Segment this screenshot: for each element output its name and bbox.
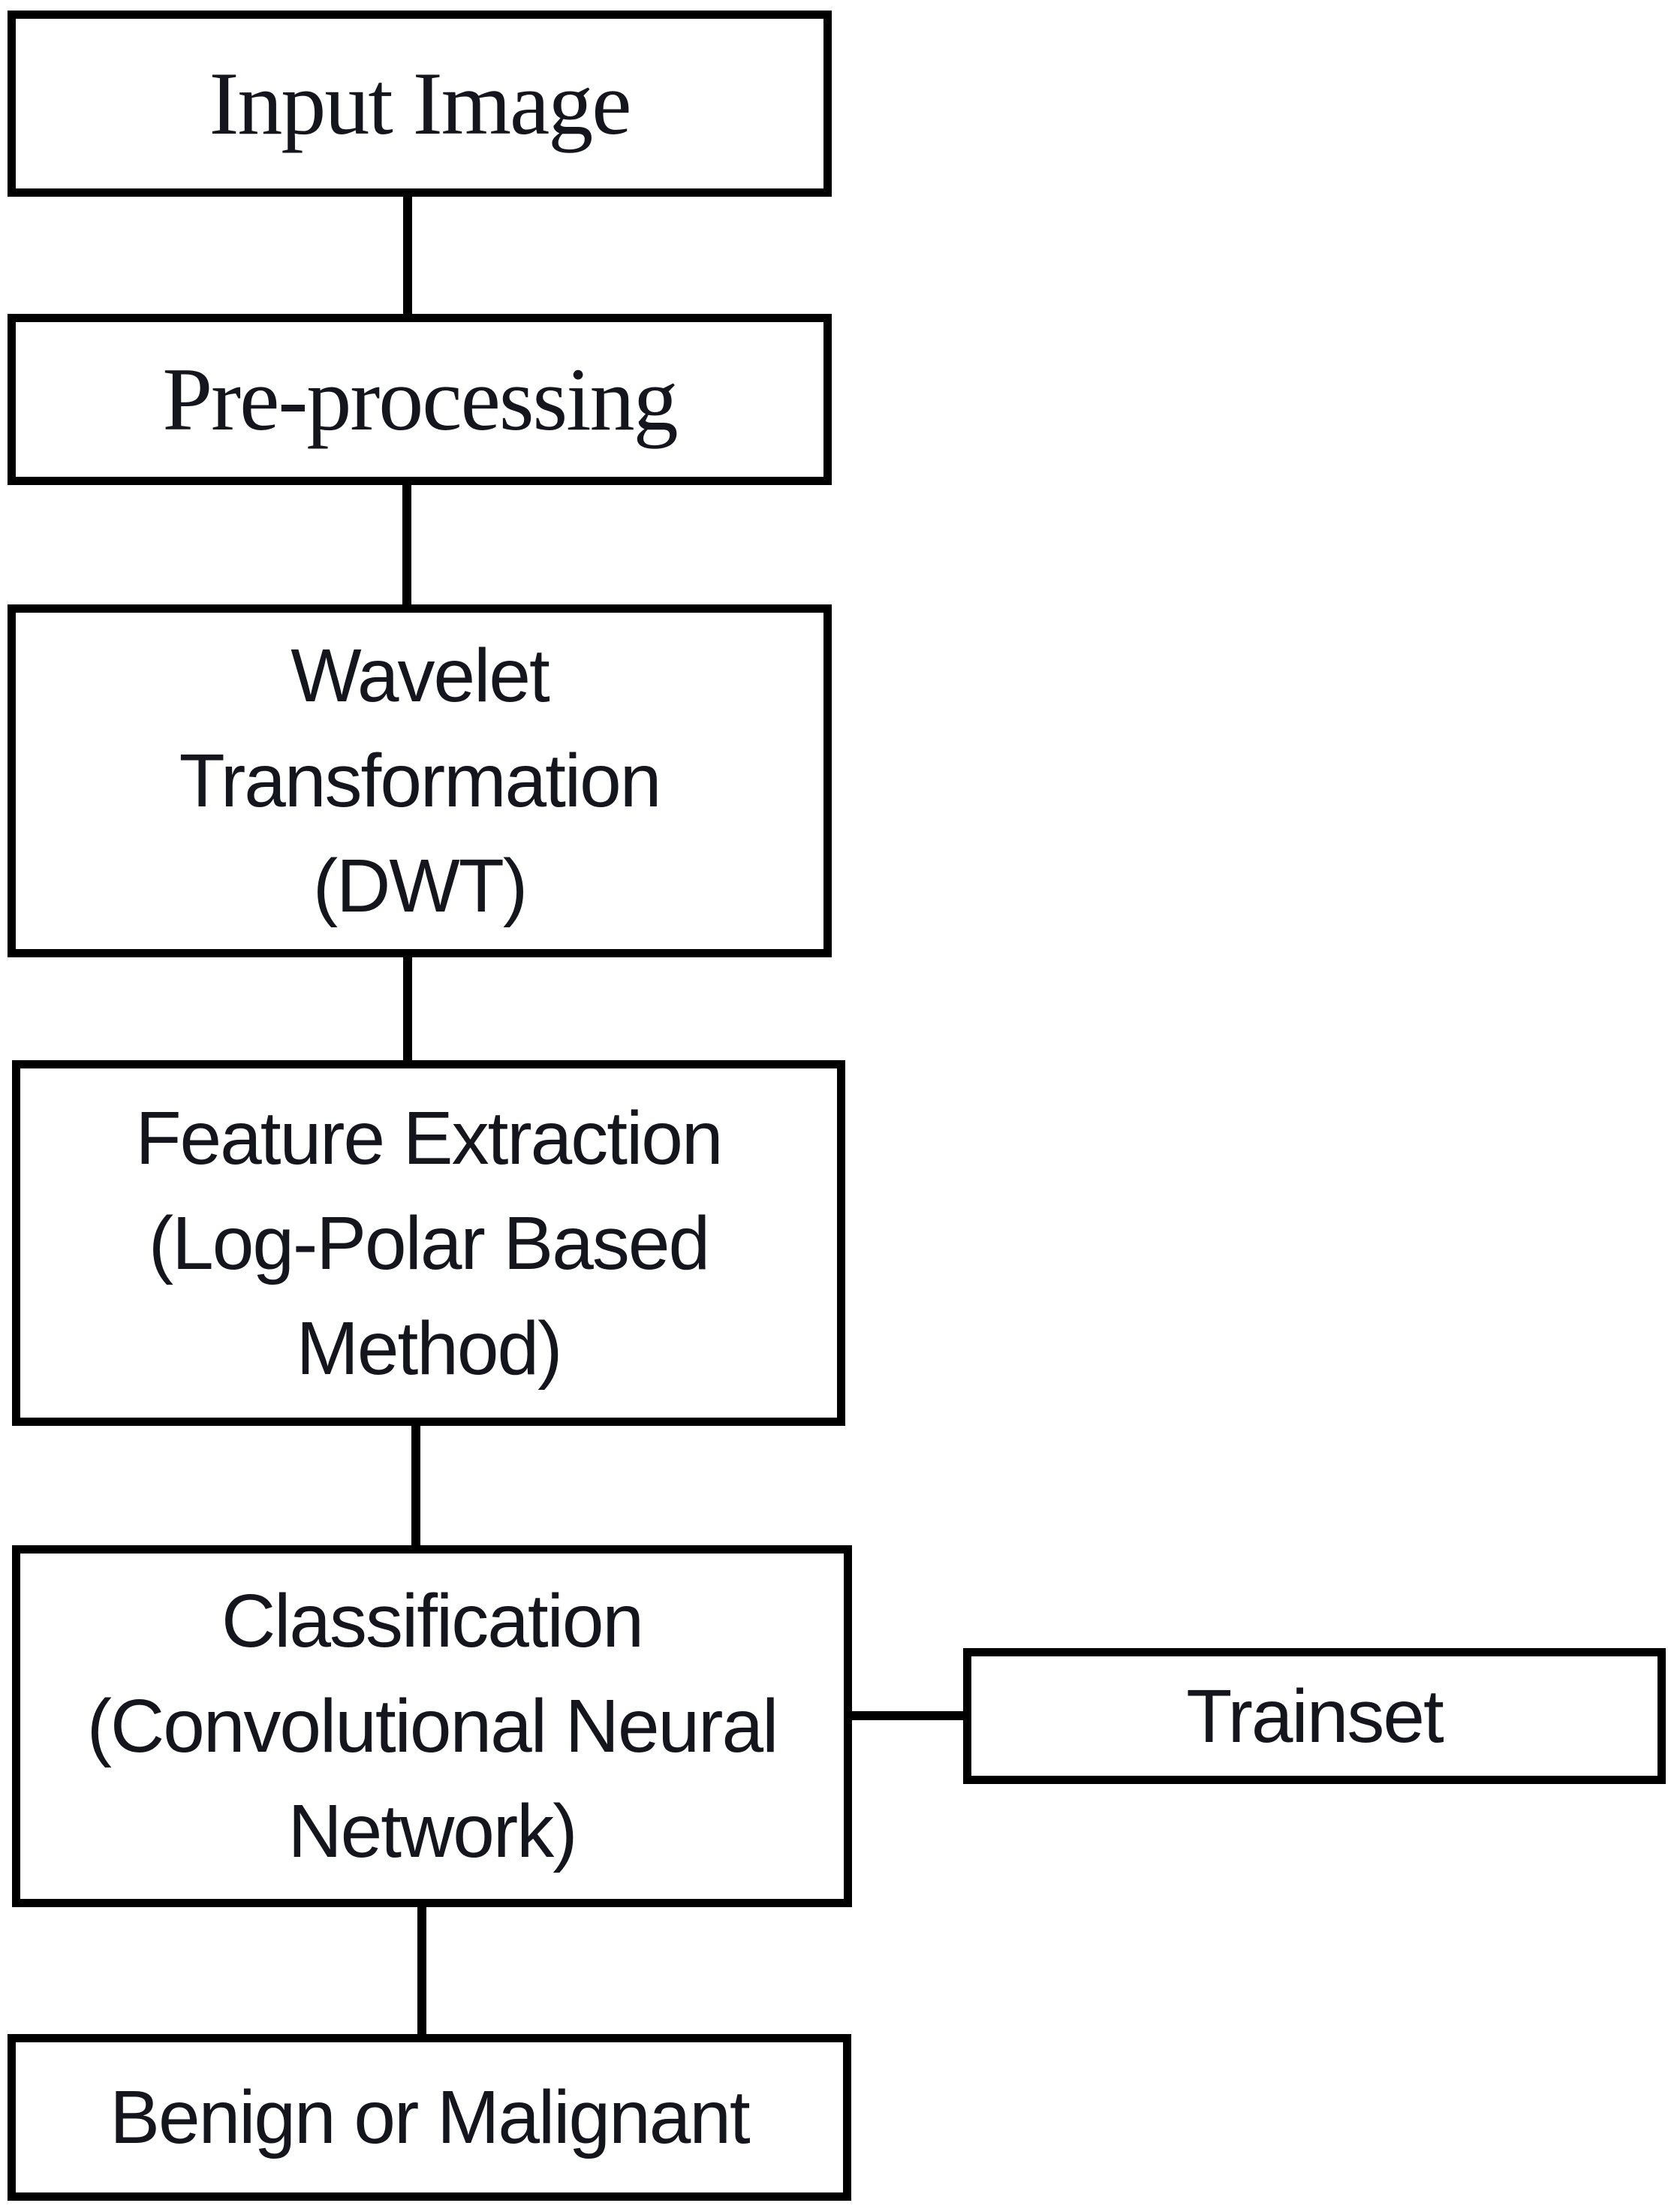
node-label: Input Image <box>209 53 631 153</box>
connector-feature-extraction-to-classification <box>411 1423 420 1548</box>
node-label-line: Classification <box>221 1579 644 1663</box>
node-label-line: Feature Extraction <box>135 1095 723 1180</box>
node-trainset: Trainset <box>963 1648 1666 1784</box>
node-wavelet-transformation: Wavelet Transformation (DWT) <box>8 604 832 957</box>
node-label-line: (Log-Polar Based <box>148 1201 710 1285</box>
connector-pre-processing-to-wavelet <box>402 482 411 607</box>
node-feature-extraction: Feature Extraction (Log-Polar Based Meth… <box>12 1060 845 1426</box>
node-label-line: Transformation <box>179 739 662 823</box>
node-pre-processing: Pre-processing <box>8 314 832 485</box>
node-label-line: (DWT) <box>312 844 528 928</box>
node-input-image: Input Image <box>8 11 832 197</box>
node-classification: Classification (Convolutional Neural Net… <box>12 1545 852 1907</box>
node-label-line: Method) <box>296 1306 563 1391</box>
node-label-line: (Convolutional Neural <box>86 1684 779 1768</box>
node-label: Pre-processing <box>162 349 678 449</box>
node-benign-or-malignant: Benign or Malignant <box>8 2034 851 2201</box>
node-label-line: Wavelet <box>291 634 550 718</box>
node-label: Benign or Malignant <box>110 2075 750 2159</box>
connector-input-to-pre-processing <box>403 194 412 317</box>
connector-classification-to-trainset <box>849 1711 966 1720</box>
node-label-line: Network) <box>288 1789 577 1873</box>
connector-classification-to-result <box>417 1904 426 2037</box>
connector-wavelet-to-feature-extraction <box>403 954 412 1063</box>
node-label: Trainset <box>1186 1674 1444 1758</box>
